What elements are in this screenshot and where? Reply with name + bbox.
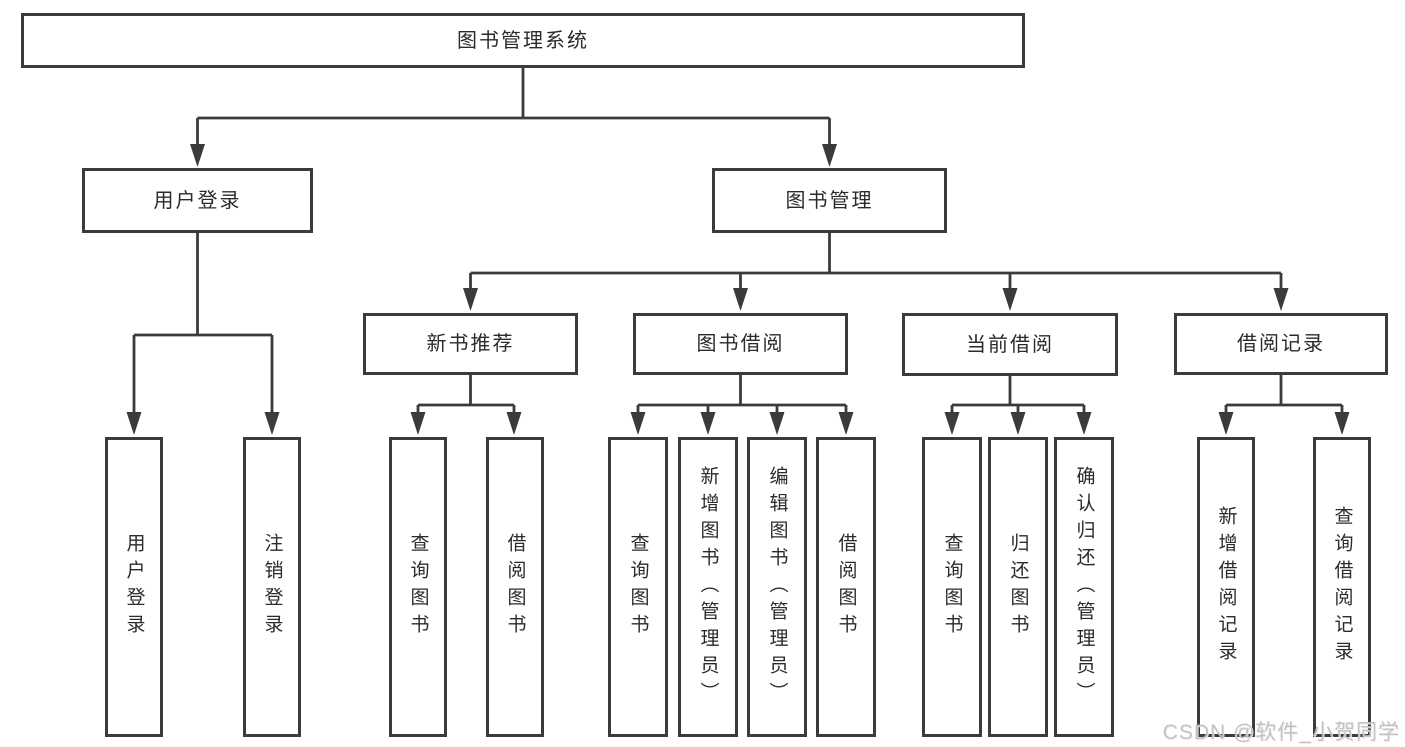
leaf-user-login: 用户登录 [105,437,163,737]
node-book-management-label: 图书管理 [785,189,874,212]
arrowhead-leaf-login [126,412,142,435]
node-book-management: 图书管理 [712,168,947,233]
connector-borrowing-records-children [1218,375,1350,435]
node-new-book-recommend: 新书推荐 [363,313,578,375]
connector-current-borrowing-children [944,376,1092,435]
node-current-borrowing: 当前借阅 [902,313,1118,376]
leaf-current-confirm-return: 确认归还（管理员） [1054,437,1114,737]
csdn-watermark: CSDN @软件_小贺同学 [1162,721,1400,744]
leaf-records-query: 查询借阅记录 [1313,437,1371,737]
leaf-borrowing-borrow: 借阅图书 [816,437,876,737]
node-user-login: 用户登录 [82,168,313,233]
connector-book-borrowing-children [630,375,854,435]
node-current-borrowing-label: 当前借阅 [966,333,1054,356]
leaf-records-query-label: 查询借阅记录 [1331,506,1353,668]
node-book-borrowing: 图书借阅 [633,313,848,375]
leaf-borrowing-query-label: 查询图书 [627,533,649,641]
node-borrowing-records: 借阅记录 [1174,313,1388,375]
arrowhead-current-borrow [1002,288,1018,311]
arrowhead-book-borrow [733,288,748,311]
leaf-records-add-label: 新增借阅记录 [1215,506,1237,668]
leaf-current-query-label: 查询图书 [941,533,963,641]
arrowhead-borrow-records [1273,288,1289,311]
leaf-user-login-label: 用户登录 [123,533,145,641]
node-root: 图书管理系统 [21,13,1025,68]
connector-book-management-children [463,233,1289,311]
leaf-current-return-label: 归还图书 [1007,533,1029,641]
leaf-borrowing-query: 查询图书 [608,437,668,737]
arrowhead-user-login [190,144,205,167]
connector-new-books-children [410,375,522,435]
leaf-borrowing-borrow-label: 借阅图书 [835,533,857,641]
leaf-borrowing-add: 新增图书（管理员） [678,437,738,737]
leaf-current-confirm-return-label: 确认归还（管理员） [1073,465,1095,709]
connector-root-to-level2 [190,68,837,167]
node-user-login-label: 用户登录 [153,189,242,212]
leaf-logout: 注销登录 [243,437,301,737]
leaf-newbooks-query-label: 查询图书 [407,533,429,641]
leaf-current-query: 查询图书 [922,437,982,737]
leaf-borrowing-add-label: 新增图书（管理员） [697,465,719,709]
leaf-borrowing-edit-label: 编辑图书（管理员） [766,465,788,709]
node-new-book-recommend-label: 新书推荐 [426,333,515,355]
node-borrowing-records-label: 借阅记录 [1237,333,1325,355]
leaf-current-return: 归还图书 [988,437,1048,737]
arrowhead-leaf-logout [264,412,280,435]
leaf-newbooks-borrow-label: 借阅图书 [504,533,526,641]
connector-user-login-children [126,233,280,435]
arrowhead-new-book [463,288,478,311]
arrowhead-book-management [822,144,837,167]
node-root-label: 图书管理系统 [457,29,589,52]
leaf-newbooks-borrow: 借阅图书 [486,437,544,737]
leaf-newbooks-query: 查询图书 [389,437,447,737]
leaf-records-add: 新增借阅记录 [1197,437,1255,737]
node-book-borrowing-label: 图书借阅 [696,333,785,355]
leaf-borrowing-edit: 编辑图书（管理员） [747,437,807,737]
leaf-logout-label: 注销登录 [261,533,283,641]
